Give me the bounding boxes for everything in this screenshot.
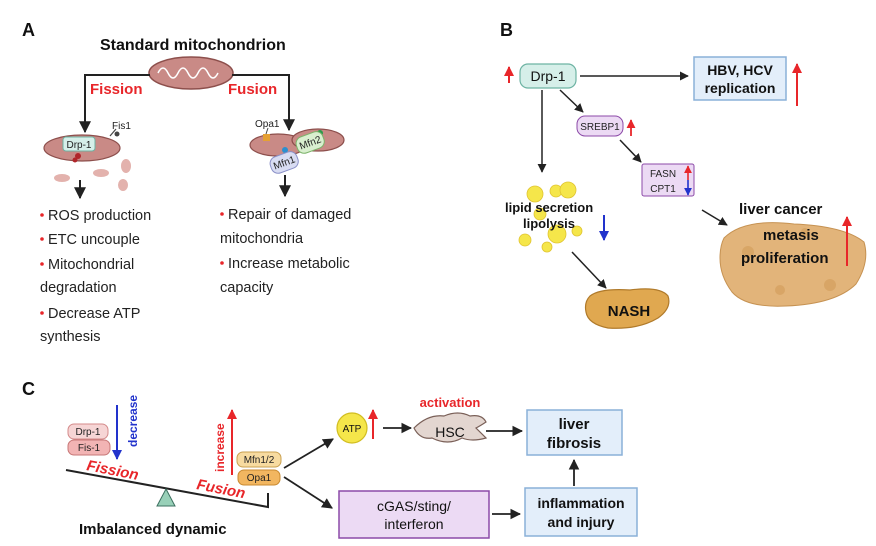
- atp-circle: [336, 412, 368, 444]
- cancer-title: liver cancer: [739, 201, 823, 218]
- fission-effect-4b: synthesis: [40, 329, 100, 345]
- opa1-pill-label: Opa1: [247, 473, 272, 484]
- fission-label: Fission: [85, 457, 140, 484]
- fusion-effect-2b: capacity: [220, 280, 274, 296]
- fibrosis-box: [526, 409, 623, 456]
- srebp1-to-fasn-arrow: [619, 139, 642, 163]
- decrease-label: decrease: [126, 395, 140, 447]
- imbalance-label: Imbalanced dynamic: [79, 521, 227, 538]
- inflammation-line1: inflammation: [537, 495, 624, 511]
- virus-box: [693, 56, 787, 101]
- panel-a-letter: A: [22, 20, 35, 40]
- fission-effect-3b: degradation: [40, 280, 117, 296]
- virus-line2: replication: [705, 80, 776, 96]
- panel-b: B Drp-1 HBV, HCV replication SREBP1 FASN…: [500, 20, 867, 329]
- mfn12-pill-label: Mfn1/2: [244, 455, 275, 466]
- fibrosis-line1: liver: [559, 416, 590, 433]
- drp1-to-srebp1-arrow: [559, 89, 584, 113]
- virus-line1: HBV, HCV: [707, 62, 773, 78]
- opa1-pill: [237, 469, 281, 486]
- fission-effects-list: ROS production ETC uncouple Mitochondria…: [40, 208, 151, 345]
- cgas-line2: interferon: [384, 516, 443, 532]
- fission-effect-1: ROS production: [48, 208, 151, 224]
- fasn-label: FASN: [650, 169, 676, 180]
- fusion-label: Fusion: [228, 81, 277, 98]
- tumor-nodules: [742, 228, 836, 295]
- nash-label: NASH: [608, 303, 651, 320]
- lipid-droplet-icon: [518, 181, 583, 253]
- inflammation-line2: and injury: [548, 514, 615, 530]
- fusion-to-atp-arrow: [283, 438, 334, 469]
- inflammation-box: [524, 487, 638, 537]
- nash-liver-icon: [584, 288, 670, 329]
- panel-a-title: Standard mitochondrion: [100, 37, 286, 54]
- mitochondrion-icon: [148, 56, 234, 90]
- fission-label: Fission: [90, 81, 143, 98]
- lipid-line1: lipid secretion: [505, 200, 593, 215]
- mfn12-pill: [236, 451, 282, 468]
- fasn-to-cancer-arrow: [701, 209, 728, 226]
- fission-effect-2: ETC uncouple: [48, 232, 140, 248]
- lipid-to-nash-arrow: [571, 251, 607, 289]
- fusion-effect-2: Increase metabolic: [228, 256, 350, 272]
- lipid-line2: lipolysis: [523, 216, 575, 231]
- cpt1-label: CPT1: [650, 184, 676, 195]
- panel-c-letter: C: [22, 379, 35, 399]
- increase-label: increase: [213, 423, 227, 472]
- fusion-effect-1: Repair of damaged: [228, 207, 351, 223]
- mfn2-tag: [295, 131, 325, 154]
- cancer-line2: proliferation: [741, 250, 829, 267]
- fusion-to-cgas-arrow: [283, 476, 333, 509]
- fibrosis-line2: fibrosis: [547, 435, 601, 452]
- hepatic-stellate-cell-icon: [413, 412, 488, 443]
- panel-c: C Drp-1 Fis-1 decrease Fission increase …: [22, 379, 638, 539]
- fusion-effect-1b: mitochondria: [220, 231, 304, 247]
- atp-label: ATP: [343, 424, 362, 435]
- srebp1-label: SREBP1: [580, 122, 620, 133]
- panel-a: A Standard mitochondrion Fission Fusion …: [22, 20, 351, 345]
- mfn1-tag: [269, 151, 299, 174]
- seesaw-icon: [65, 469, 269, 509]
- srebp1-box: [576, 115, 624, 137]
- fis1-label: Fis1: [112, 121, 131, 132]
- drp1-pill-label: Drp-1: [75, 427, 100, 438]
- opa1-label: Opa1: [255, 119, 280, 130]
- cancer-line1: metasis: [763, 227, 819, 244]
- fission-effect-3: Mitochondrial: [48, 257, 134, 273]
- panel-b-letter: B: [500, 20, 513, 40]
- fusion-effects-list: Repair of damaged mitochondria Increase …: [220, 207, 351, 296]
- fusion-arrow: [232, 74, 295, 132]
- drp1-tag: [62, 136, 96, 152]
- fasn-cpt1-box: [641, 163, 695, 197]
- fission-effect-4: Decrease ATP: [48, 306, 140, 322]
- fis1-pill: [67, 439, 111, 456]
- cgas-line1: cGAS/sting/: [377, 498, 451, 514]
- drp1-tag-label: Drp-1: [66, 140, 91, 151]
- drp1-pill: [67, 423, 109, 440]
- fis1-pill-label: Fis-1: [78, 443, 101, 454]
- drp1-box: [519, 63, 577, 89]
- hsc-label: HSC: [435, 424, 465, 440]
- drp1-box-label: Drp-1: [530, 68, 565, 84]
- activation-label: activation: [420, 395, 481, 410]
- fission-arrow: [79, 74, 150, 134]
- cgas-box: [338, 490, 490, 539]
